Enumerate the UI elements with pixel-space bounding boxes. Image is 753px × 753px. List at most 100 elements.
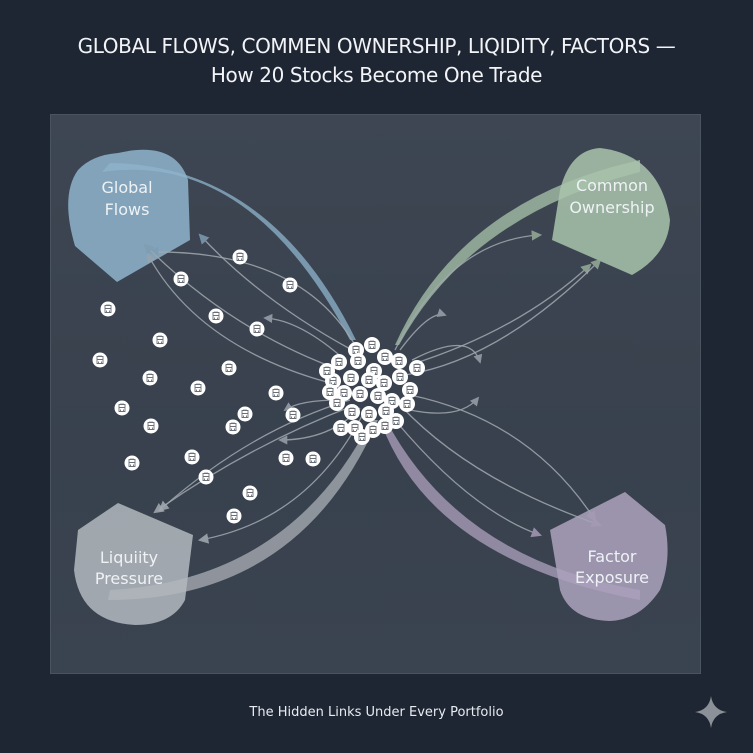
stock-node-circle xyxy=(268,385,284,401)
sparkle-icon xyxy=(695,696,727,728)
stock-node xyxy=(392,369,408,385)
stock-node-circle xyxy=(124,455,140,471)
stock-node xyxy=(268,385,284,401)
stock-node-circle xyxy=(377,349,393,365)
ribbon-liquidity-pressure xyxy=(108,420,378,600)
stock-node-circle xyxy=(92,352,108,368)
ribbon-links xyxy=(102,160,640,600)
stock-node-circle xyxy=(249,321,265,337)
stock-node-circle xyxy=(305,451,321,467)
title-line-1: GLOBAL FLOWS, COMMEN OWNERSHIP, LIQIDITY… xyxy=(77,34,676,58)
stock-node-circle xyxy=(285,407,301,423)
stock-node-circle xyxy=(361,372,377,388)
stock-node-circle xyxy=(278,450,294,466)
stock-nodes xyxy=(92,249,425,524)
hub-global-flows xyxy=(68,149,190,282)
stock-node-circle xyxy=(361,406,377,422)
stock-node xyxy=(198,469,214,485)
arrow-link xyxy=(158,399,351,512)
arrow-link xyxy=(197,409,366,544)
arrow-link xyxy=(404,258,602,376)
stock-node-circle xyxy=(322,384,338,400)
stock-node-circle xyxy=(370,388,386,404)
stock-node-circle xyxy=(142,370,158,386)
stock-node-circle xyxy=(399,396,415,412)
stock-node xyxy=(208,308,224,324)
stock-node xyxy=(370,388,386,404)
stock-node xyxy=(361,372,377,388)
stock-node xyxy=(221,360,237,376)
stock-node xyxy=(143,418,159,434)
stock-node-circle xyxy=(184,449,200,465)
stock-node xyxy=(354,429,370,445)
stock-node-circle xyxy=(152,332,168,348)
arrow-link xyxy=(263,313,346,361)
stock-node xyxy=(322,384,338,400)
hub-label-factor-exposure-1: Factor xyxy=(588,547,637,566)
arrow-link xyxy=(143,243,341,371)
stock-node xyxy=(305,451,321,467)
stock-node-circle xyxy=(319,363,335,379)
stock-node xyxy=(361,406,377,422)
stock-node xyxy=(285,407,301,423)
stock-node xyxy=(232,249,248,265)
stock-node-circle xyxy=(391,353,407,369)
stock-node xyxy=(352,386,368,402)
stock-node-circle xyxy=(352,386,368,402)
stock-node-circle xyxy=(331,354,347,370)
stock-node-circle xyxy=(208,308,224,324)
stock-node-circle xyxy=(237,406,253,422)
stock-node xyxy=(378,403,394,419)
stock-node-circle xyxy=(114,400,130,416)
arrow-links xyxy=(143,230,602,544)
arrow-link xyxy=(409,396,480,414)
arrow-link xyxy=(409,394,597,522)
stock-node xyxy=(152,332,168,348)
diagram-title: GLOBAL FLOWS, COMMEN OWNERSHIP, LIQIDITY… xyxy=(0,32,753,90)
stock-node-circle xyxy=(409,360,425,376)
stock-node xyxy=(190,380,206,396)
arrow-link xyxy=(399,404,602,528)
stock-node xyxy=(114,400,130,416)
stock-node xyxy=(242,485,258,501)
hub-label-liquidity-pressure-1: Liquiity xyxy=(100,548,158,567)
stock-node xyxy=(124,455,140,471)
stock-node-circle xyxy=(225,419,241,435)
stock-node xyxy=(399,396,415,412)
stock-node-circle xyxy=(221,360,237,376)
hub-factor-exposure xyxy=(550,492,668,621)
stock-node-circle xyxy=(173,271,189,287)
stock-node-circle xyxy=(376,375,392,391)
hub-label-liquidity-pressure-2: Pressure xyxy=(95,569,163,588)
stock-node xyxy=(409,360,425,376)
stock-node xyxy=(377,349,393,365)
arrow-link xyxy=(411,344,483,364)
title-line-2: How 20 Stocks Become One Trade xyxy=(210,63,543,87)
stock-node-circle xyxy=(378,403,394,419)
stock-node-circle xyxy=(143,418,159,434)
stock-node xyxy=(184,449,200,465)
stock-node xyxy=(364,337,380,353)
stock-node-circle xyxy=(364,337,380,353)
stock-node-circle xyxy=(282,277,298,293)
stock-node xyxy=(377,418,393,434)
arrow-link xyxy=(147,253,339,386)
arrow-link xyxy=(394,419,542,538)
stock-node xyxy=(249,321,265,337)
stock-node xyxy=(100,301,116,317)
stock-node-circle xyxy=(392,369,408,385)
stock-node xyxy=(331,354,347,370)
stock-node xyxy=(237,406,253,422)
hub-label-common-ownership-2: Ownership xyxy=(569,198,654,217)
hub-label-global-flows-1: Global xyxy=(101,178,152,197)
stock-node xyxy=(333,420,349,436)
arrow-link xyxy=(409,263,592,366)
stock-node xyxy=(350,353,366,369)
stock-node xyxy=(319,363,335,379)
hub-label-factor-exposure-2: Exposure xyxy=(575,568,649,587)
stock-node-circle xyxy=(190,380,206,396)
stock-node-circle xyxy=(242,485,258,501)
stock-node-circle xyxy=(343,370,359,386)
stock-node-circle xyxy=(232,249,248,265)
